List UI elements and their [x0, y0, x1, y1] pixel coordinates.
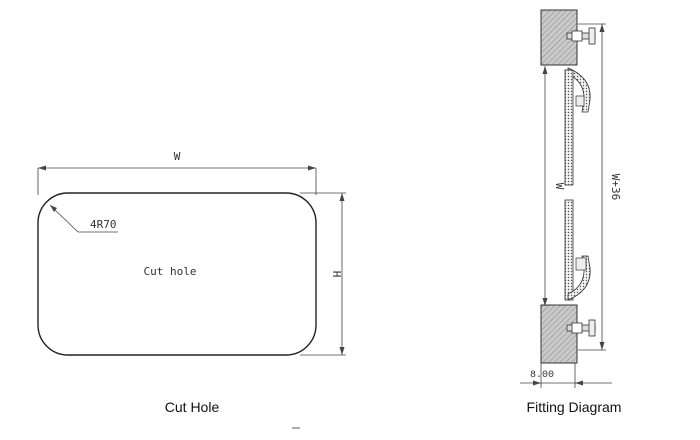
radius-callout: 4R70: [49, 204, 118, 233]
outer-width-label: W+36: [609, 174, 622, 201]
upper-clip: [567, 67, 591, 113]
lower-panel-strip: [564, 199, 574, 301]
fitting-diagram-caption: Fitting Diagram: [527, 399, 622, 415]
bottom-fastener: [566, 319, 596, 337]
offset-dimension: 8.00: [520, 363, 612, 388]
radius-label: 4R70: [90, 218, 117, 231]
outer-width-dimension: W+36: [578, 23, 622, 351]
top-fastener: [566, 27, 596, 45]
upper-panel-strip: [564, 69, 574, 186]
bottom-wall-section: [540, 304, 578, 364]
height-dimension: H: [300, 192, 346, 356]
fitting-diagram-drawing: W W+36 8.00: [520, 9, 622, 388]
inner-width-dimension: W: [542, 66, 566, 306]
width-label: W: [174, 150, 181, 163]
cut-hole-outline: [37, 192, 317, 356]
width-dimension: W: [37, 150, 317, 195]
cut-hole-caption: Cut Hole: [165, 399, 220, 415]
cut-hole-center-label: Cut hole: [144, 265, 197, 278]
offset-label: 8.00: [530, 370, 554, 381]
inner-width-label: W: [553, 183, 566, 190]
height-label: H: [330, 271, 343, 278]
cut-hole-drawing: W H 4R70 Cut hole: [37, 150, 346, 356]
